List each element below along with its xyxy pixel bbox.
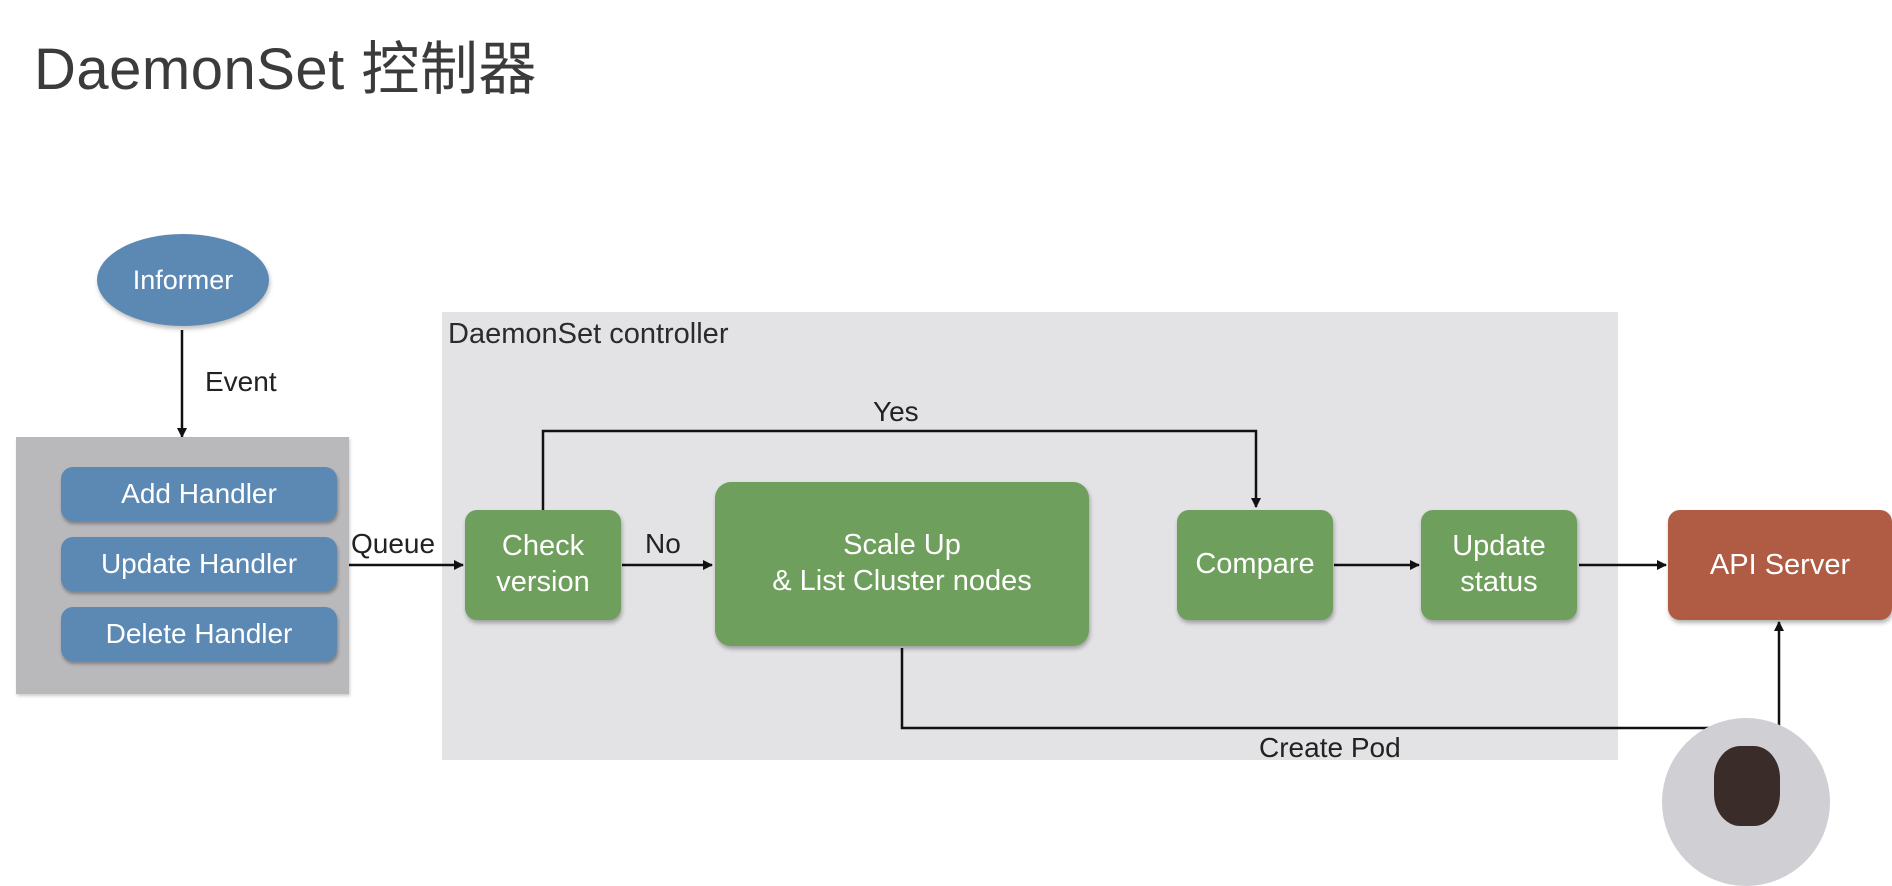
presenter-avatar (1662, 718, 1830, 886)
no-label: No (645, 528, 681, 559)
queue-label: Queue (351, 528, 436, 559)
edge-create-pod (900, 621, 1784, 730)
event-label: Event (205, 366, 277, 397)
update-status-node: Update status (1421, 510, 1577, 620)
create-pod-label: Create Pod (1259, 732, 1401, 763)
add-handler: Add Handler (61, 467, 337, 521)
api-server-node: API Server (1668, 510, 1892, 620)
edge-yes (541, 429, 1261, 510)
check-version-node: Check version (465, 510, 621, 620)
page-title: DaemonSet 控制器 (34, 37, 537, 102)
presenter-face (1714, 746, 1780, 826)
update-handler: Update Handler (61, 537, 337, 591)
yes-label: Yes (873, 396, 919, 427)
handler-panel: Add Handler Update Handler Delete Handle… (16, 437, 349, 694)
controller-label: DaemonSet controller (448, 318, 729, 350)
scale-up-node: Scale Up & List Cluster nodes (715, 482, 1089, 646)
informer-node: Informer (97, 234, 269, 326)
connector-lines (177, 330, 1784, 730)
compare-node: Compare (1177, 510, 1333, 620)
delete-handler: Delete Handler (61, 607, 337, 661)
